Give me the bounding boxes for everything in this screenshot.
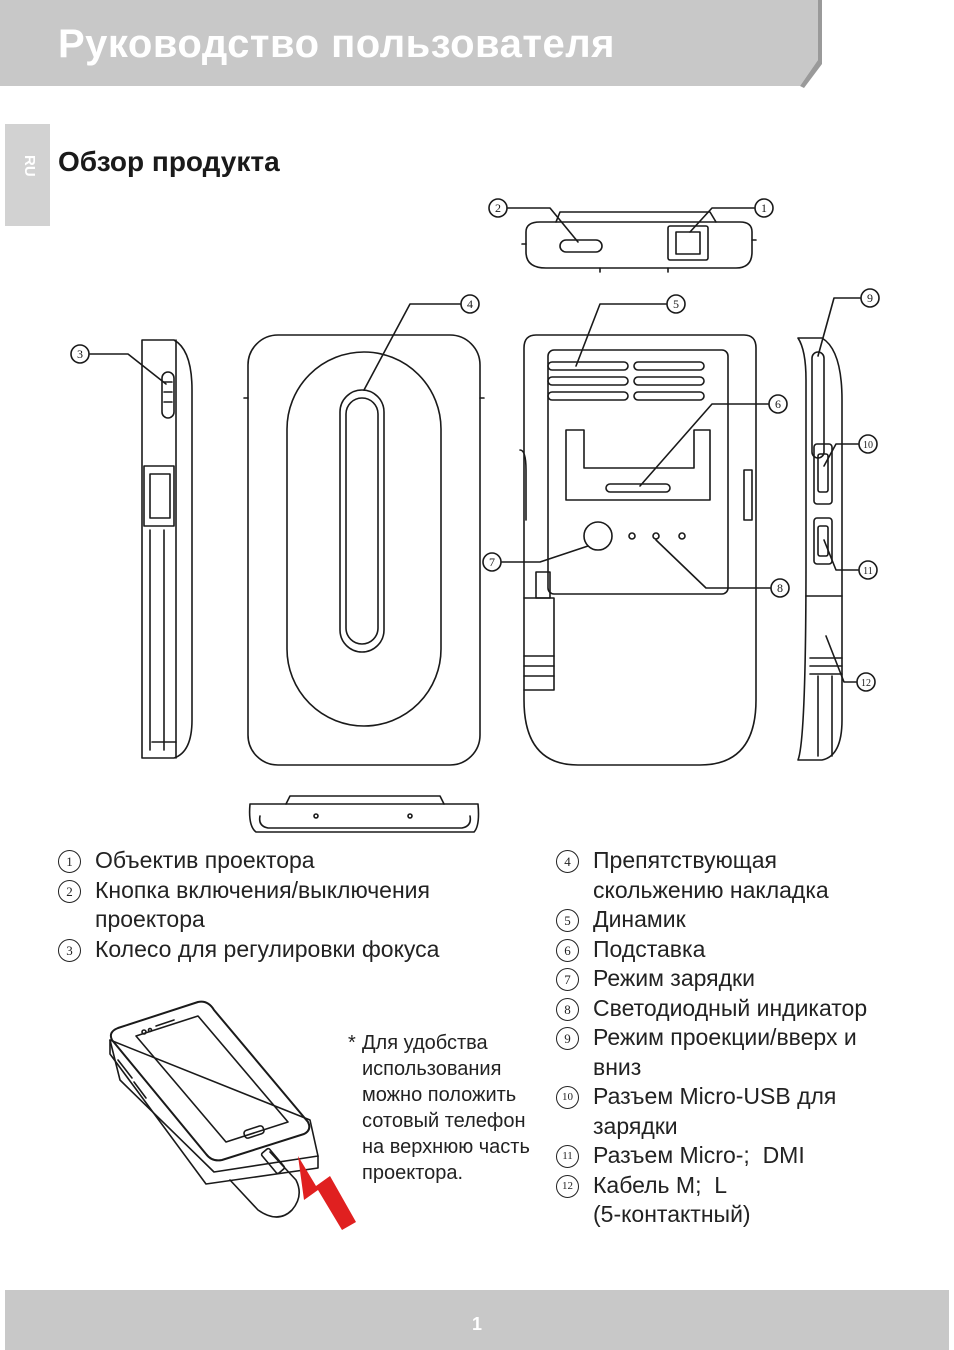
legend-item: 11 Разъем Micro-; DMI <box>556 1141 916 1171</box>
legend-text: Режим проекции/вверх и вниз <box>593 1024 857 1080</box>
legend-item: 9 Режим проекции/вверх и вниз <box>556 1023 916 1082</box>
legend-text: Кнопка включения/выключения проектора <box>95 876 430 933</box>
legend-item: 3 Колесо для регулировки фокуса <box>58 935 498 965</box>
legend-item: 5 Динамик <box>556 905 916 935</box>
legend-text: Светодиодный индикатор <box>593 994 868 1021</box>
callout-3: 3 <box>77 347 83 361</box>
note-marker: * <box>348 1032 356 1054</box>
red-arrow-icon <box>298 1156 356 1230</box>
legend-number: 2 <box>58 879 81 903</box>
callout-7: 7 <box>489 555 495 569</box>
section-title: Обзор продукта <box>58 146 280 177</box>
legend-number: 7 <box>556 968 579 991</box>
legend-item: 4 Препятствующая скольжению накладка <box>556 846 916 905</box>
legend-number: 9 <box>556 1027 579 1050</box>
legend-item: 7 Режим зарядки <box>556 964 916 994</box>
callout-5: 5 <box>673 297 679 311</box>
legend-left: 1 Объектив проектора 2 Кнопка включения/… <box>58 846 498 964</box>
legend-text: Объектив проектора <box>95 847 315 873</box>
legend-text: Режим зарядки <box>593 965 755 991</box>
note-text: Для удобства использования можно положит… <box>362 1032 530 1184</box>
legend-text: Препятствующая скольжению накладка <box>593 847 829 903</box>
legend-item: 1 Объектив проектора <box>58 846 498 876</box>
legend-item: 12 Кабель M; L (5-контактный) <box>556 1171 916 1230</box>
legend-number: 12 <box>556 1174 579 1198</box>
legend-right: 4 Препятствующая скольжению накладка 5 Д… <box>556 846 916 1230</box>
callout-numbers: 1 2 3 4 5 6 7 8 9 10 11 12 <box>77 201 873 689</box>
callout-12: 12 <box>861 678 871 689</box>
legend-number: 8 <box>556 997 579 1021</box>
page-header-title: Руководство пользователя <box>58 22 615 66</box>
callout-6: 6 <box>775 397 781 411</box>
legend-number: 11 <box>556 1145 579 1168</box>
page-number: 1 <box>471 1314 482 1334</box>
footer-band <box>5 1290 949 1350</box>
legend-number: 4 <box>556 850 579 873</box>
legend-text: Разъем Micro-; DMI <box>593 1142 805 1168</box>
callout-8: 8 <box>777 581 783 595</box>
back-view <box>519 334 757 766</box>
callout-2: 2 <box>495 201 501 215</box>
callout-4: 4 <box>467 297 473 311</box>
right-side-view <box>797 337 843 761</box>
legend-text: Подставка <box>593 935 706 962</box>
product-diagram: 1 2 3 4 5 6 7 8 9 10 11 12 <box>70 198 880 1230</box>
callout-1: 1 <box>761 201 767 215</box>
front-view <box>243 334 485 766</box>
legend-number: 10 <box>556 1086 579 1109</box>
legend-item: 8 Светодиодный индикатор <box>556 994 916 1024</box>
top-view <box>521 211 757 273</box>
bottom-view <box>248 795 480 833</box>
callouts <box>70 198 880 692</box>
legend-text: Разъем Micro-USB для зарядки <box>593 1083 837 1139</box>
legend-number: 5 <box>556 909 579 932</box>
legend-item: 10 Разъем Micro-USB для зарядки <box>556 1082 916 1141</box>
legend-number: 6 <box>556 938 579 962</box>
legend-text: Колесо для регулировки фокуса <box>95 935 440 962</box>
legend-number: 1 <box>58 850 81 873</box>
callout-11: 11 <box>863 566 873 577</box>
legend-text: Динамик <box>593 906 686 932</box>
legend-number: 3 <box>58 938 81 962</box>
callout-10: 10 <box>863 440 873 451</box>
legend-item: 6 Подставка <box>556 935 916 965</box>
legend-text: Кабель M; L (5-контактный) <box>593 1171 751 1228</box>
language-side-tab <box>5 124 50 226</box>
callout-9: 9 <box>867 291 873 305</box>
phone-on-projector-illustration <box>109 1000 319 1218</box>
legend-item: 2 Кнопка включения/выключения проектора <box>58 876 498 935</box>
usage-note: * Для удобства использования можно полож… <box>348 1030 538 1186</box>
header-band <box>0 0 822 88</box>
left-side-view <box>141 339 193 759</box>
